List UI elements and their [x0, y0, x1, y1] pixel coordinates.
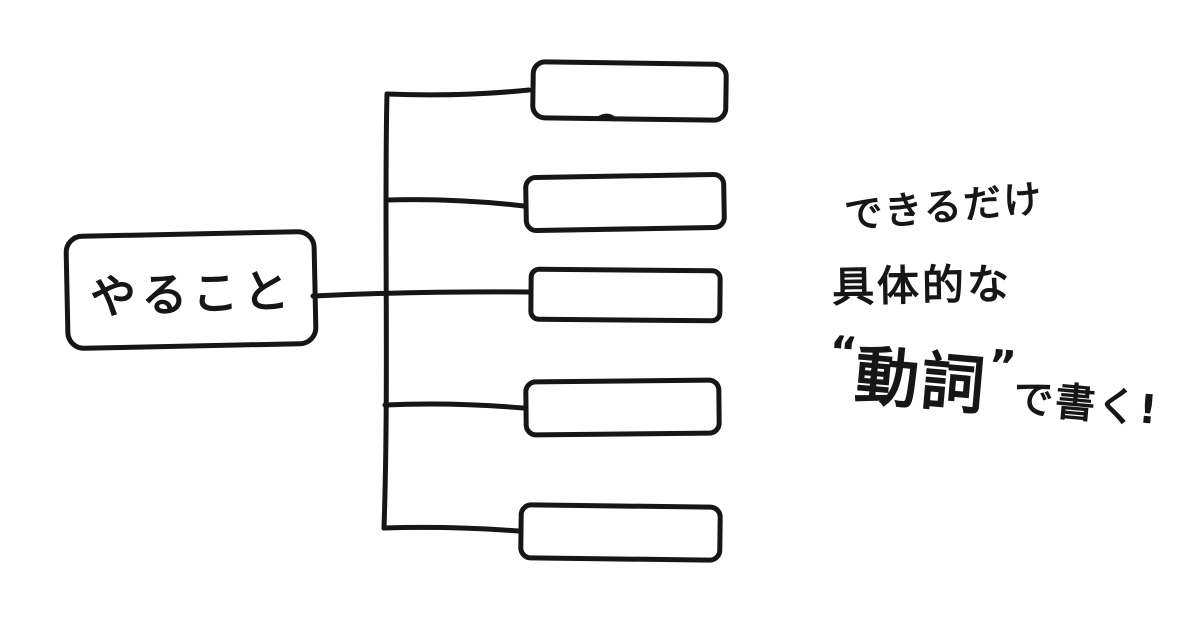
branch-line-2 — [383, 197, 527, 209]
annotation-line-2: 具体的な — [831, 259, 1013, 312]
pen-squiggle — [597, 113, 617, 122]
annotation-line-3: “動詞”で書く! — [824, 322, 1164, 443]
branch-line-4 — [381, 524, 521, 534]
annotation-verb-emphasis: 動詞 — [851, 339, 990, 425]
branch-line-1 — [384, 87, 532, 98]
root-box — [63, 229, 319, 351]
root-node-label: やること — [89, 263, 295, 325]
branch-line-3 — [382, 401, 526, 411]
annotation-line-1: できるだけ — [842, 176, 1046, 238]
child-box-4 — [523, 377, 722, 438]
child-box-5 — [518, 502, 723, 563]
child-box-1 — [530, 59, 729, 123]
child-box-2 — [523, 171, 727, 234]
annotation-open-quote: “ — [827, 326, 860, 378]
root-connector-line — [310, 289, 534, 299]
child-box-3 — [528, 266, 723, 324]
annotation-note: できるだけ 具体的な “動詞”で書く! — [827, 172, 1188, 452]
annotation-suffix: で書く! — [1011, 375, 1161, 434]
spine-line — [381, 91, 390, 531]
